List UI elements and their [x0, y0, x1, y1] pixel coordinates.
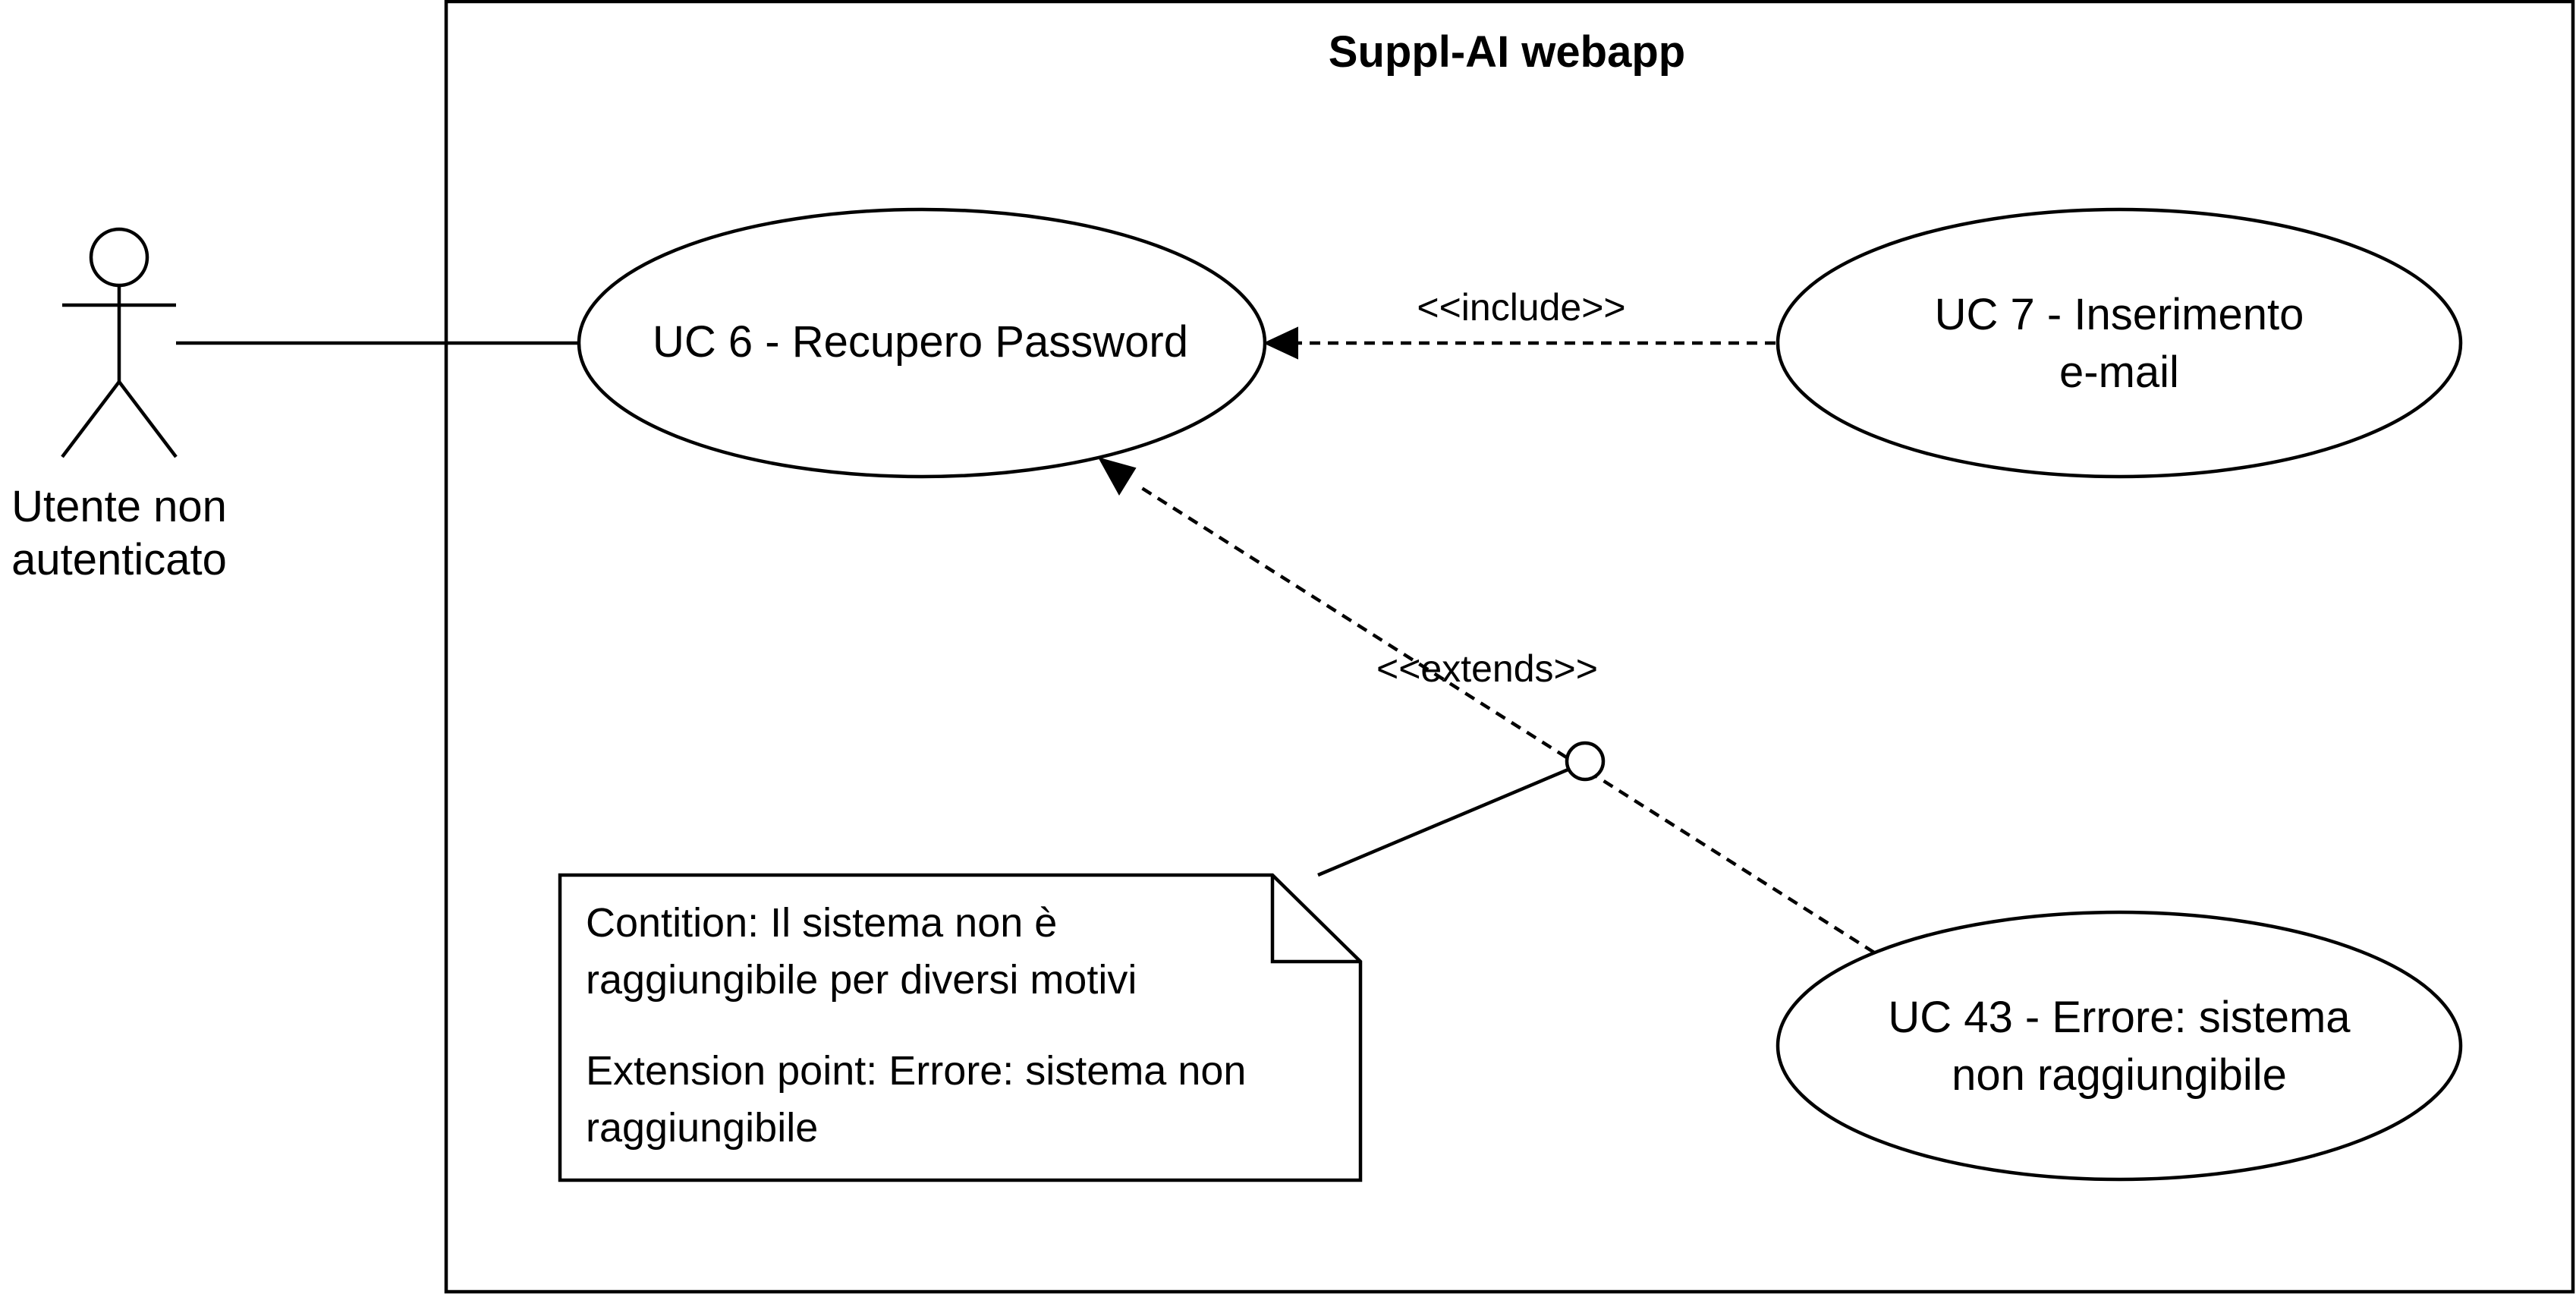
actor-left-leg [61, 380, 121, 458]
system-title: Suppl-AI webapp [1329, 27, 1685, 77]
include-relation: <<include>> [1263, 286, 1776, 360]
uc43-label-line1: UC 43 - Errore: sistema [1888, 993, 2351, 1042]
uc43-label-line2: non raggiungibile [1952, 1050, 2287, 1100]
note-extension-line2: raggiungibile [586, 1105, 818, 1151]
actor-head [89, 227, 149, 288]
uc7-label-line2: e-mail [2059, 348, 2179, 397]
extension-point-marker [1565, 741, 1606, 782]
use-case-uc7-inserimento-email[interactable]: UC 7 - Inserimento e-mail [1776, 207, 2463, 479]
actor-utente-non-autenticato[interactable]: Utente non autenticato [11, 227, 227, 584]
actor-right-leg [118, 380, 178, 458]
use-case-uc43-errore-sistema[interactable]: UC 43 - Errore: sistema non raggiungibil… [1776, 910, 2463, 1182]
note-fold [1270, 875, 1360, 964]
uc7-label-line1: UC 7 - Inserimento [1935, 290, 2304, 339]
note-shape [558, 873, 1363, 1182]
extension-note: Contition: Il sistema non è raggiungibil… [558, 873, 1363, 1182]
include-label: <<include>> [1417, 286, 1625, 329]
note-condition-line2: raggiungibile per diversi motivi [586, 957, 1137, 1003]
use-case-uc6-recupero-password[interactable]: UC 6 - Recupero Password [577, 207, 1267, 479]
include-arrowhead [1263, 326, 1298, 360]
note-extension-line1: Extension point: Errore: sistema non [586, 1048, 1246, 1094]
extends-relation: <<extends>> [1097, 457, 1876, 954]
extends-arrowhead [1097, 457, 1137, 496]
note-condition-line1: Contition: Il sistema non è [586, 900, 1057, 946]
extends-label: <<extends>> [1376, 647, 1598, 690]
actor-label-line2: autenticato [11, 535, 227, 584]
actor-label-line1: Utente non [11, 482, 227, 531]
uc6-label: UC 6 - Recupero Password [653, 317, 1188, 367]
note-connector [1317, 767, 1571, 877]
